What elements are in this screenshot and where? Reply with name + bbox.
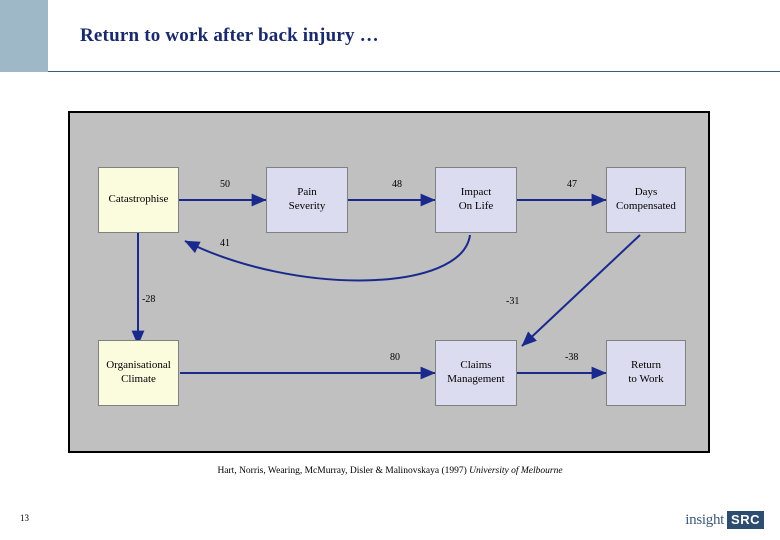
node-impact-on-life[interactable]: Impact On Life xyxy=(435,167,517,233)
edge-label-impact-days: 47 xyxy=(567,179,577,190)
node-days-compensated-label-line1: Days xyxy=(634,186,658,199)
node-return-to-work-label-line1: Return xyxy=(631,359,661,372)
node-days-compensated[interactable]: Days Compensated xyxy=(606,167,686,233)
node-pain-severity[interactable]: Pain Severity xyxy=(266,167,348,233)
node-claims-management-label-line2: Management xyxy=(447,373,505,385)
logo-badge: SRC xyxy=(727,511,764,529)
node-pain-severity-label-line1: Pain xyxy=(297,186,317,199)
citation-authors: Hart, Norris, Wearing, McMurray, Disler … xyxy=(217,466,470,476)
node-impact-on-life-label-line1: Impact xyxy=(460,186,492,199)
logo-wordmark: insight xyxy=(685,511,725,528)
edge-label-pain-impact: 48 xyxy=(392,179,402,190)
node-return-to-work-label-line2: to Work xyxy=(628,373,664,385)
edge-label-claims-rtw: -38 xyxy=(565,352,579,363)
edge-label-impact-catastrophise: 41 xyxy=(220,238,230,249)
page-number: 13 xyxy=(20,513,29,523)
node-organisational-climate[interactable]: Organisational Climate xyxy=(98,340,179,406)
node-organisational-climate-label-line2: Climate xyxy=(121,373,156,385)
decorative-corner-block xyxy=(0,0,48,72)
node-days-compensated-label-line2: Compensated xyxy=(616,200,676,212)
node-organisational-climate-label-line1: Organisational xyxy=(106,359,171,372)
node-pain-severity-label-line2: Severity xyxy=(288,200,326,212)
edge-label-catastrophise-climate: -28 xyxy=(142,294,156,305)
page-title: Return to work after back injury … xyxy=(80,25,379,46)
node-return-to-work[interactable]: Return to Work xyxy=(606,340,686,406)
node-claims-management[interactable]: Claims Management xyxy=(435,340,517,406)
node-impact-on-life-label-line2: On Life xyxy=(458,200,494,212)
edge-label-catastrophise-pain: 50 xyxy=(220,179,230,190)
node-catastrophise-label: Catastrophise xyxy=(108,193,169,206)
insight-src-logo: insight SRC xyxy=(685,510,764,530)
edge-label-days-claims: -31 xyxy=(506,296,520,307)
node-claims-management-label-line1: Claims xyxy=(460,359,492,372)
citation: Hart, Norris, Wearing, McMurray, Disler … xyxy=(0,466,780,476)
edge-label-climate-claims: 80 xyxy=(390,352,400,363)
arrow-days-to-claims xyxy=(521,234,641,347)
title-divider xyxy=(48,71,780,72)
node-catastrophise[interactable]: Catastrophise xyxy=(98,167,179,233)
diagram-panel: Catastrophise Pain Severity Impact On Li… xyxy=(68,111,710,453)
citation-institution: University of Melbourne xyxy=(469,466,563,476)
